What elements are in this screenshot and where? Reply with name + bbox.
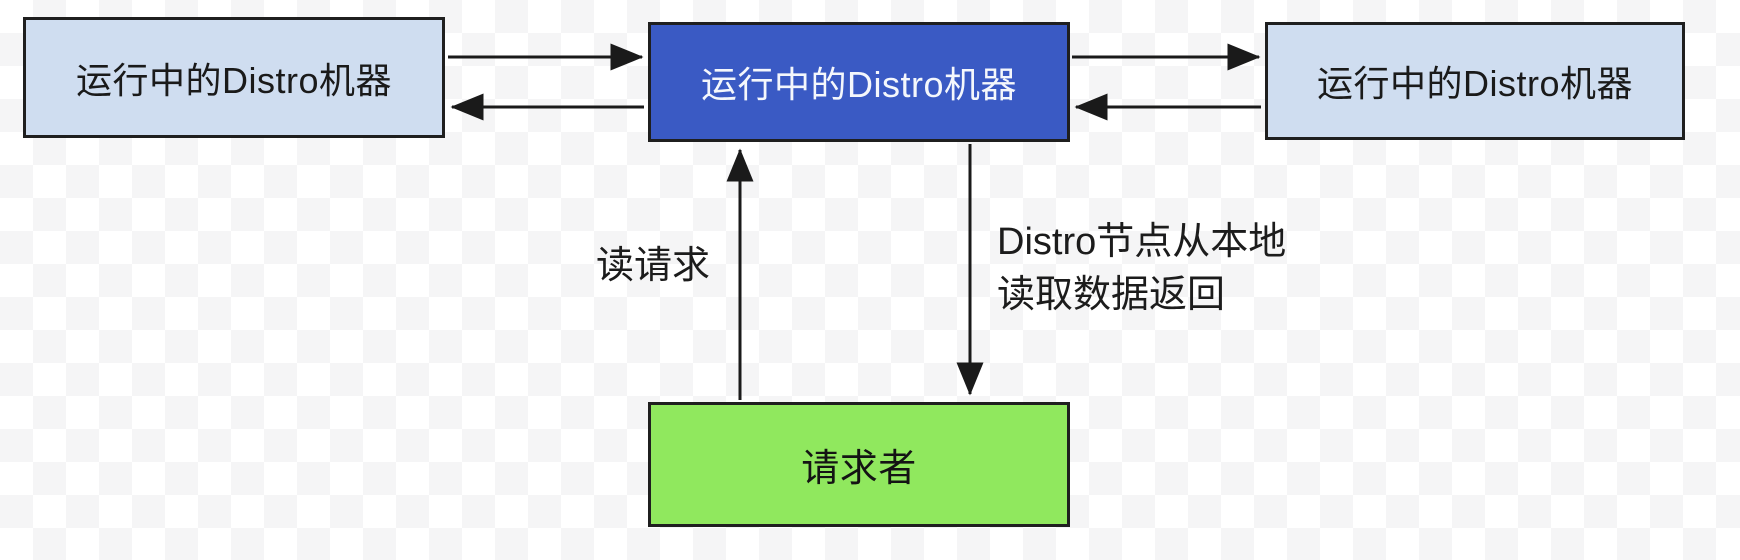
edge-label-local-read-line1: Distro节点从本地 [997, 221, 1287, 263]
node-distro-machine-right-label: 运行中的Distro机器 [1316, 63, 1633, 104]
node-distro-machine-center-label: 运行中的Distro机器 [700, 64, 1017, 105]
edge-label-local-read-line2: 读取数据返回 [997, 274, 1226, 316]
node-requester: 请求者 [648, 402, 1070, 527]
edge-label-local-read-return: Distro节点从本地 读取数据返回 [997, 216, 1327, 322]
edge-label-read-request: 读请求 [595, 245, 710, 287]
node-requester-label: 请求者 [801, 448, 917, 490]
node-distro-machine-right: 运行中的Distro机器 [1265, 22, 1685, 140]
node-distro-machine-left: 运行中的Distro机器 [23, 17, 445, 138]
node-distro-machine-left-label: 运行中的Distro机器 [75, 59, 392, 101]
node-distro-machine-center: 运行中的Distro机器 [648, 22, 1070, 142]
